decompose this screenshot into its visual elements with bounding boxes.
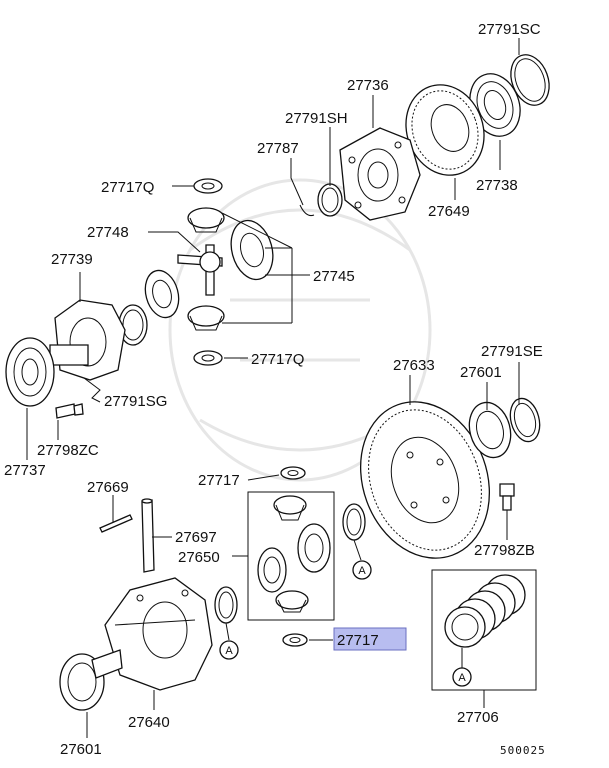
label-27791sg[interactable]: 27791SG bbox=[104, 393, 167, 410]
gear-set-pinion-bottom[interactable] bbox=[275, 590, 309, 613]
label-27736[interactable]: 27736 bbox=[347, 77, 389, 94]
bolt-27798zc[interactable] bbox=[55, 403, 84, 419]
snap-ring-27791se[interactable] bbox=[506, 395, 544, 445]
marker-a-left: A bbox=[219, 640, 239, 660]
bearing-27737[interactable] bbox=[5, 337, 55, 407]
marker-a-middle: A bbox=[352, 560, 372, 580]
svg-text:A: A bbox=[225, 645, 233, 657]
label-27649[interactable]: 27649 bbox=[428, 203, 470, 220]
case-27736[interactable] bbox=[339, 127, 421, 221]
label-27640[interactable]: 27640 bbox=[128, 714, 170, 731]
label-27717q-mid[interactable]: 27717Q bbox=[251, 351, 304, 368]
label-27650[interactable]: 27650 bbox=[178, 549, 220, 566]
label-27738[interactable]: 27738 bbox=[476, 177, 518, 194]
bearing-27601-left[interactable] bbox=[59, 649, 123, 711]
side-gear-left[interactable] bbox=[140, 267, 183, 322]
bolt-27798zb[interactable] bbox=[499, 483, 515, 511]
label-27601-right[interactable]: 27601 bbox=[460, 364, 502, 381]
label-27633[interactable]: 27633 bbox=[393, 357, 435, 374]
svg-text:A: A bbox=[358, 565, 366, 577]
label-27669[interactable]: 27669 bbox=[87, 479, 129, 496]
ring-gear-27633[interactable] bbox=[339, 384, 510, 577]
spring-plates-27706[interactable] bbox=[444, 574, 526, 648]
washer-27717-highlighted[interactable] bbox=[282, 633, 308, 647]
bearing-27601-right[interactable] bbox=[463, 398, 516, 462]
label-27739[interactable]: 27739 bbox=[51, 251, 93, 268]
label-27745[interactable]: 27745 bbox=[313, 268, 355, 285]
pin-27669[interactable] bbox=[99, 514, 133, 533]
cross-shaft-27748[interactable] bbox=[177, 244, 223, 296]
flange-27739[interactable] bbox=[49, 299, 126, 381]
label-27697[interactable]: 27697 bbox=[175, 529, 217, 546]
figure-code: 500025 bbox=[500, 744, 546, 757]
gear-set-side-right[interactable] bbox=[297, 523, 331, 573]
label-27748[interactable]: 27748 bbox=[87, 224, 129, 241]
label-27787[interactable]: 27787 bbox=[257, 140, 299, 157]
gear-27649[interactable] bbox=[394, 74, 497, 186]
shaft-27697[interactable] bbox=[141, 498, 155, 573]
gear-set-side-left[interactable] bbox=[257, 547, 287, 593]
shim-27791sh[interactable] bbox=[317, 183, 343, 217]
label-27717-top[interactable]: 27717 bbox=[198, 472, 240, 489]
case-27640[interactable] bbox=[104, 577, 213, 691]
label-27791se[interactable]: 27791SE bbox=[481, 343, 543, 360]
washer-27717-upper[interactable] bbox=[280, 466, 306, 480]
shim-a-middle[interactable] bbox=[342, 503, 366, 541]
pinion-gear-bottom[interactable] bbox=[187, 305, 225, 331]
svg-text:A: A bbox=[458, 672, 466, 684]
clip-27787[interactable] bbox=[299, 204, 315, 216]
leader-lines bbox=[26, 38, 520, 738]
label-27706[interactable]: 27706 bbox=[457, 709, 499, 726]
label-27798zc[interactable]: 27798ZC bbox=[37, 442, 99, 459]
label-27798zb[interactable]: 27798ZB bbox=[474, 542, 535, 559]
label-27737[interactable]: 27737 bbox=[4, 462, 46, 479]
highlight-box bbox=[333, 627, 407, 651]
shim-a-left[interactable] bbox=[214, 586, 238, 624]
part-labels: 27791SC 27736 27791SH 27787 27717Q 27738… bbox=[4, 21, 546, 758]
washer-27717q-top[interactable] bbox=[193, 178, 223, 194]
label-27601-left[interactable]: 27601 bbox=[60, 741, 102, 758]
pinion-gear-top[interactable] bbox=[187, 207, 225, 233]
washer-27717q-mid[interactable] bbox=[193, 350, 223, 366]
label-27791sh[interactable]: 27791SH bbox=[285, 110, 348, 127]
label-27717q-top[interactable]: 27717Q bbox=[101, 179, 154, 196]
label-27791sc[interactable]: 27791SC bbox=[478, 21, 541, 38]
label-27717-highlighted[interactable]: 27717 bbox=[337, 632, 379, 649]
gear-set-pinion-top[interactable] bbox=[273, 495, 307, 521]
marker-a-right: A bbox=[452, 667, 472, 687]
snap-ring-27791sc[interactable] bbox=[504, 49, 556, 110]
side-gear-right[interactable] bbox=[225, 216, 279, 284]
